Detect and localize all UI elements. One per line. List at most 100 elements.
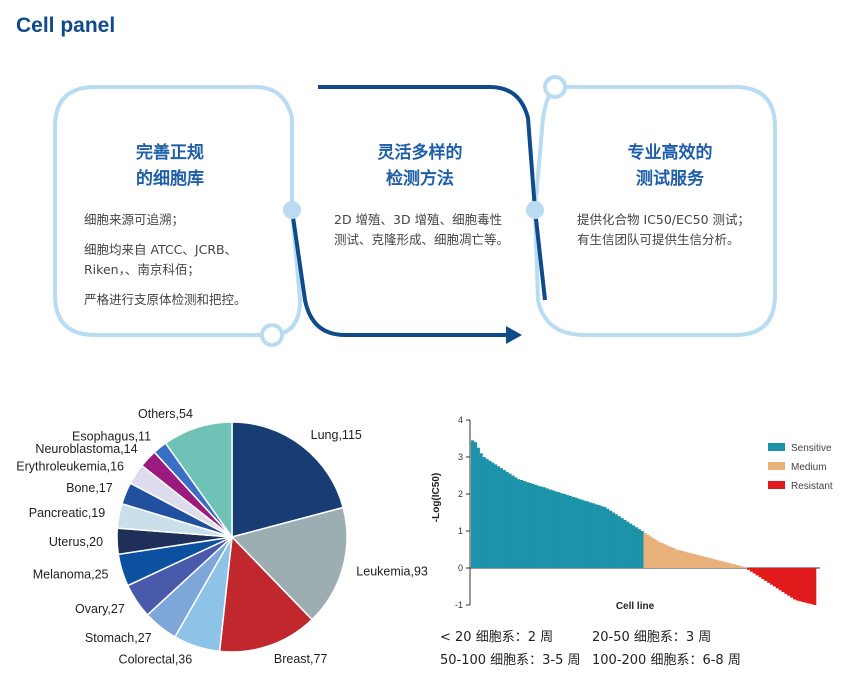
y-tick-label: 0	[458, 563, 463, 573]
note-2: 20-50 细胞系：3 周	[592, 630, 712, 645]
bar-resistant	[781, 568, 785, 593]
x-axis-label: Cell line	[616, 601, 655, 612]
bar-medium	[721, 561, 725, 568]
panel-1-body: 细胞来源可追溯； 细胞均来自 ATCC、JCRB、Riken，、南京科佰； 严格…	[84, 210, 284, 320]
bar-medium	[663, 544, 667, 568]
bar-resistant	[775, 568, 779, 589]
bar-sensitive	[502, 469, 506, 568]
legend-swatch-sensitive	[768, 443, 785, 451]
pie-label-bone: Bone,17	[66, 481, 113, 495]
pie-label-melanoma: Melanoma,25	[33, 567, 109, 581]
bar-sensitive	[517, 479, 521, 568]
y-axis-label: -Log(IC50)	[431, 473, 442, 522]
process-flow	[53, 75, 777, 347]
bar-sensitive	[597, 505, 601, 568]
bar-medium	[703, 556, 708, 568]
panel-1-outline	[53, 85, 303, 337]
panel-2-line-1: 2D 增殖、3D 增殖、细胞毒性测试、克隆形成、细胞凋亡等。	[334, 212, 510, 247]
panel-3-line-1: 提供化合物 IC50/EC50 测试；有生信团队可提供生信分析。	[577, 212, 751, 247]
pie-label-colorectal: Colorectal,36	[119, 653, 193, 667]
bar-sensitive	[574, 497, 578, 568]
bar-sensitive	[471, 440, 475, 568]
panel-2-title: 灵活多样的 检测方法	[377, 143, 463, 189]
bar-resistant	[787, 568, 791, 596]
bar-medium	[744, 567, 748, 568]
bar-sensitive	[537, 485, 541, 568]
bar-sensitive	[473, 442, 478, 568]
bar-resistant	[801, 568, 805, 603]
bar-sensitive	[494, 464, 498, 568]
bar-medium	[643, 532, 647, 568]
bar-sensitive	[519, 479, 524, 568]
bar-sensitive	[634, 527, 639, 568]
bar-sensitive	[514, 477, 518, 568]
bar-sensitive	[600, 506, 604, 568]
bar-sensitive	[499, 468, 503, 568]
bar-medium	[726, 562, 731, 568]
panel-3-body: 提供化合物 IC50/EC50 测试；有生信团队可提供生信分析。	[577, 210, 762, 260]
bar-medium	[732, 564, 736, 568]
bar-medium	[741, 566, 745, 568]
bar-sensitive	[632, 525, 636, 568]
pie-label-uterus: Uterus,20	[49, 535, 103, 549]
legend-swatch-medium	[768, 462, 785, 470]
bar-medium	[698, 555, 702, 568]
legend-label-medium: Medium	[791, 462, 827, 473]
bar-resistant	[770, 568, 774, 585]
flow-dot-2	[526, 201, 544, 219]
bar-sensitive	[496, 466, 501, 568]
bar-sensitive	[565, 495, 570, 568]
bar-sensitive	[580, 499, 584, 568]
bar-sensitive	[577, 498, 581, 568]
bar-sensitive	[568, 495, 572, 568]
bar-resistant	[793, 568, 797, 600]
bar-sensitive	[603, 506, 607, 568]
bar-medium	[652, 538, 656, 568]
pie-label-lung: Lung,115	[311, 428, 362, 442]
bar-medium	[646, 534, 650, 568]
bar-sensitive	[637, 529, 641, 568]
bar-medium	[729, 563, 733, 568]
note-1: < 20 细胞系：2 周	[440, 630, 554, 645]
y-tick-label: 2	[458, 489, 463, 499]
panel-1-title: 完善正规 的细胞库	[136, 143, 204, 189]
note-3: 50-100 细胞系：3-5 周	[440, 653, 581, 668]
bar-sensitive	[505, 471, 509, 568]
panel-3-outline	[532, 85, 777, 337]
bar-resistant	[752, 568, 756, 574]
pie-label-stomach: Stomach,27	[85, 631, 152, 645]
bar-medium	[655, 540, 659, 568]
y-tick-label: 4	[458, 415, 463, 425]
bar-sensitive	[557, 492, 561, 568]
panel-3-title: 专业高效的 测试服务	[627, 143, 713, 189]
bar-medium	[686, 552, 690, 568]
bar-sensitive	[511, 475, 515, 568]
bar-sensitive	[560, 493, 564, 568]
bar-sensitive	[620, 518, 624, 568]
bar-sensitive	[626, 521, 630, 568]
bar-medium	[675, 549, 679, 568]
bar-medium	[709, 558, 713, 568]
bar-medium	[718, 560, 722, 568]
bar-medium	[672, 548, 676, 568]
bar-sensitive	[545, 488, 549, 568]
bar-medium	[657, 542, 662, 568]
pie-slice-others	[164, 421, 233, 540]
bar-sensitive	[611, 512, 616, 568]
pie-label-breast: Breast,77	[274, 652, 328, 666]
bar-sensitive	[614, 514, 618, 568]
bar-sensitive	[551, 490, 555, 568]
flow-arrow-head	[506, 326, 522, 344]
bar-sensitive	[540, 486, 544, 568]
bar-medium	[678, 550, 682, 568]
bar-medium	[724, 562, 728, 568]
bar-medium	[738, 565, 742, 568]
bar-sensitive	[528, 482, 532, 568]
bar-sensitive	[594, 504, 598, 568]
bar-sensitive	[488, 460, 492, 568]
bar-sensitive	[583, 500, 587, 568]
bar-resistant	[767, 568, 771, 583]
legend-label-resistant: Resistant	[791, 481, 833, 492]
bar-sensitive	[623, 519, 627, 568]
